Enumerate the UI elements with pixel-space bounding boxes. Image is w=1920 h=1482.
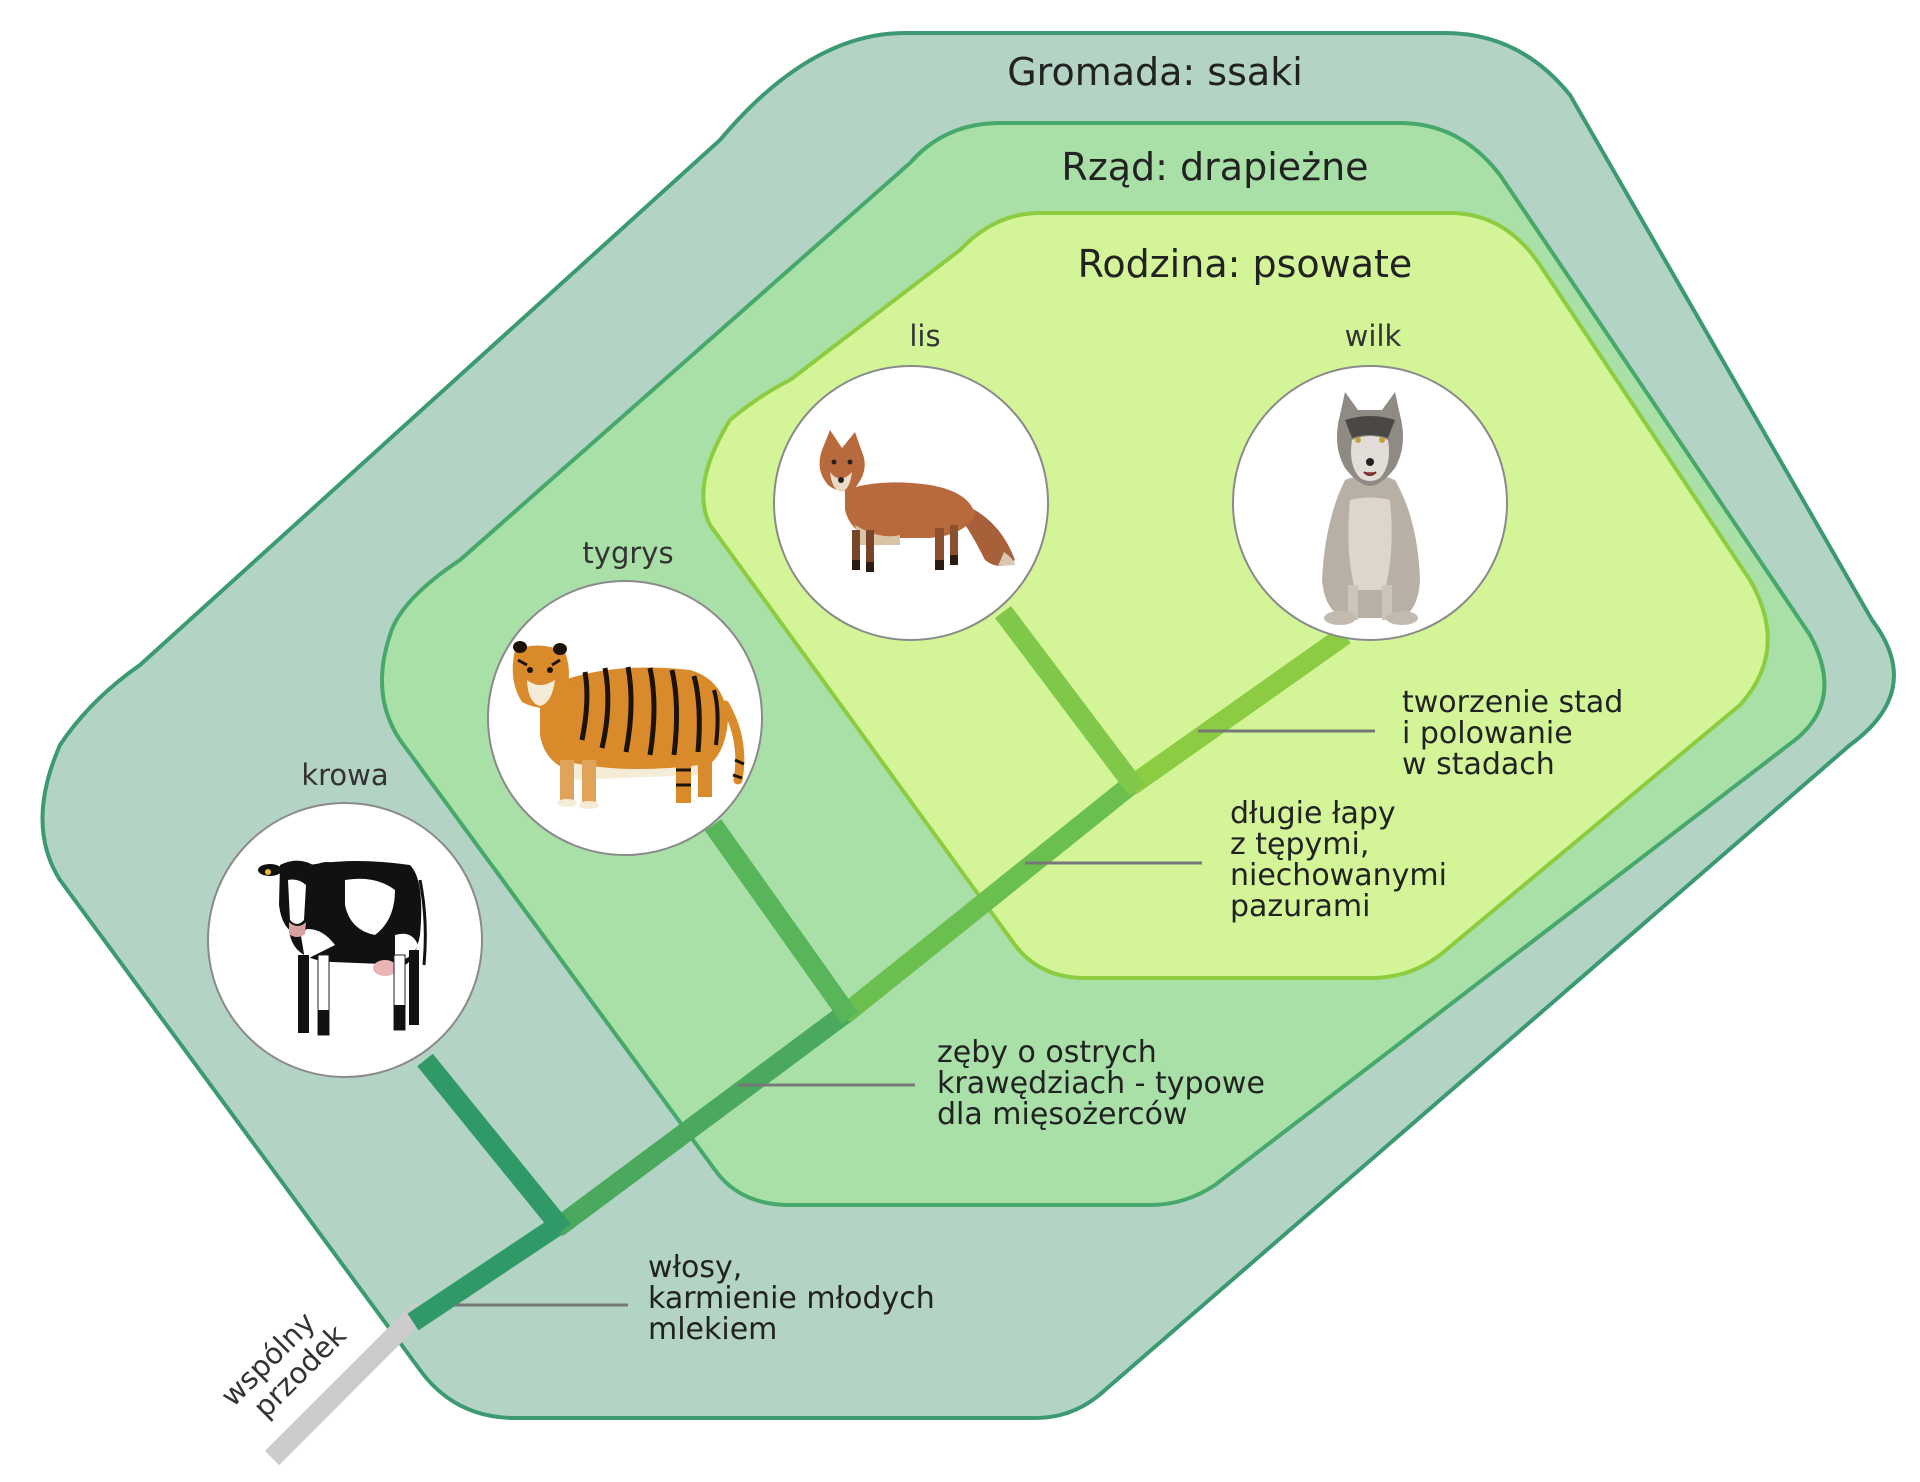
trait-canids-text: długie łapy z tępymi, niechowanymi pazur… bbox=[1230, 796, 1456, 924]
cow-picture bbox=[207, 802, 483, 1078]
trunk-carnivores bbox=[551, 1001, 856, 1237]
trait-mammals-text: włosy, karmienie młodych mlekiem bbox=[648, 1250, 944, 1347]
ancestor-label: wspólny przodek bbox=[214, 1296, 353, 1435]
tiger-picture bbox=[487, 580, 763, 856]
trunk-wolf bbox=[1125, 626, 1351, 795]
order-carnivores-label: Rząd: drapieżne bbox=[1061, 145, 1368, 189]
family-canids-label: Rodzina: psowate bbox=[1078, 242, 1413, 286]
class-mammals-label: Gromada: ssaki bbox=[1007, 50, 1303, 94]
trait-carnivores-text: zęby o ostrych krawędziach - typowe dla … bbox=[937, 1035, 1274, 1132]
fox-picture bbox=[773, 365, 1049, 641]
branch-cow bbox=[417, 1053, 571, 1237]
animal-label-tiger: tygrys bbox=[582, 536, 673, 570]
animal-label-cow: krowa bbox=[301, 758, 388, 792]
branch-tiger bbox=[704, 819, 859, 1024]
trunk-canids bbox=[837, 772, 1144, 1023]
trunk-mammals bbox=[407, 1213, 569, 1331]
trait-wolf-text: tworzenie stad i polowanie w stadach bbox=[1402, 685, 1633, 782]
wolf-picture bbox=[1232, 365, 1508, 641]
animal-label-fox: lis bbox=[909, 319, 940, 353]
ancestor-stem bbox=[264, 1300, 430, 1466]
animal-label-wolf: wilk bbox=[1345, 319, 1402, 353]
branch-fox bbox=[995, 605, 1145, 797]
